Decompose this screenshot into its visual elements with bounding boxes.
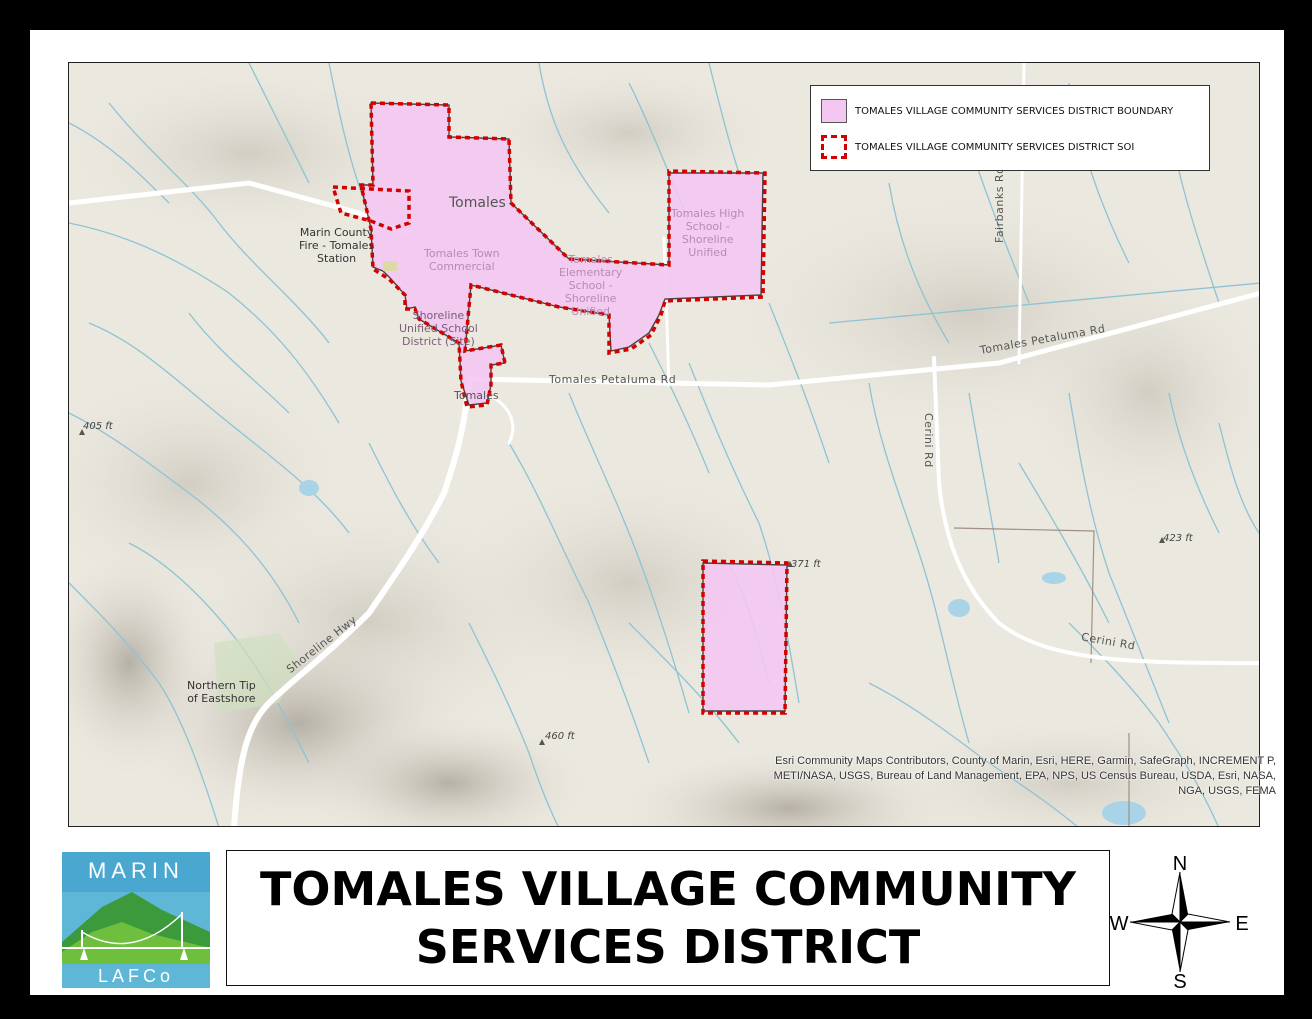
- svg-text:MARIN: MARIN: [88, 858, 184, 883]
- elevation-label-405: 405 ft: [83, 421, 113, 432]
- map-label-elementary-school: Tomales Elementary School - Shoreline Un…: [559, 253, 623, 318]
- elevation-label-423: 423 ft: [1163, 533, 1193, 544]
- map-label-tomales-small: Tomales: [454, 389, 499, 402]
- legend-row-soi: TOMALES VILLAGE COMMUNITY SERVICES DISTR…: [821, 134, 1134, 160]
- legend-swatch-boundary: [821, 99, 847, 123]
- svg-text:S: S: [1173, 971, 1186, 990]
- map-legend: TOMALES VILLAGE COMMUNITY SERVICES DISTR…: [810, 85, 1210, 171]
- ponds: [299, 480, 1146, 825]
- elevation-label-371: 371 ft: [791, 559, 821, 570]
- map-label-high-school: Tomales High School - Shoreline Unified: [671, 207, 745, 259]
- marin-lafco-logo: MARIN LAFCo: [62, 852, 210, 988]
- map-attribution: Esri Community Maps Contributors, County…: [773, 755, 1276, 797]
- elevation-markers: [79, 429, 1165, 745]
- svg-text:E: E: [1235, 913, 1248, 935]
- road-label-tomales-petaluma-1: Tomales Petaluma Rd: [549, 373, 677, 386]
- north-arrow-compass: N S E W: [1110, 850, 1250, 993]
- map-label-fire-station: Marin County Fire - Tomales Station: [299, 226, 375, 265]
- legend-label-boundary: TOMALES VILLAGE COMMUNITY SERVICES DISTR…: [855, 105, 1174, 117]
- roads: [69, 63, 1259, 826]
- title-box: TOMALES VILLAGE COMMUNITY SERVICES DISTR…: [226, 850, 1110, 986]
- map-canvas[interactable]: [69, 63, 1260, 827]
- map-label-district-site: Shoreline Unified School District (Site): [399, 309, 478, 348]
- legend-row-boundary: TOMALES VILLAGE COMMUNITY SERVICES DISTR…: [821, 98, 1173, 124]
- svg-text:W: W: [1110, 913, 1129, 935]
- map-frame[interactable]: Tomales Tomales Marin County Fire - Toma…: [68, 62, 1260, 827]
- map-title: TOMALES VILLAGE COMMUNITY SERVICES DISTR…: [260, 862, 1076, 974]
- map-label-northern-tip: Northern Tip of Eastshore: [187, 679, 256, 705]
- road-label-fairbanks: Fairbanks Rd: [993, 166, 1006, 243]
- streams: [69, 63, 1259, 826]
- map-label-town-commercial: Tomales Town Commercial: [424, 247, 500, 273]
- svg-text:N: N: [1173, 853, 1187, 875]
- legend-swatch-soi: [821, 135, 847, 159]
- svg-text:LAFCo: LAFCo: [98, 966, 174, 986]
- legend-label-soi: TOMALES VILLAGE COMMUNITY SERVICES DISTR…: [855, 141, 1135, 153]
- terrain-shading: [69, 63, 1259, 826]
- road-label-cerini-vertical: Cerini Rd: [922, 413, 935, 468]
- map-label-tomales: Tomales: [449, 195, 506, 211]
- parcel-lines: [953, 527, 1130, 826]
- elevation-label-460: 460 ft: [545, 731, 575, 742]
- district-soi[interactable]: [330, 101, 789, 715]
- fire-station-marker: [383, 261, 397, 271]
